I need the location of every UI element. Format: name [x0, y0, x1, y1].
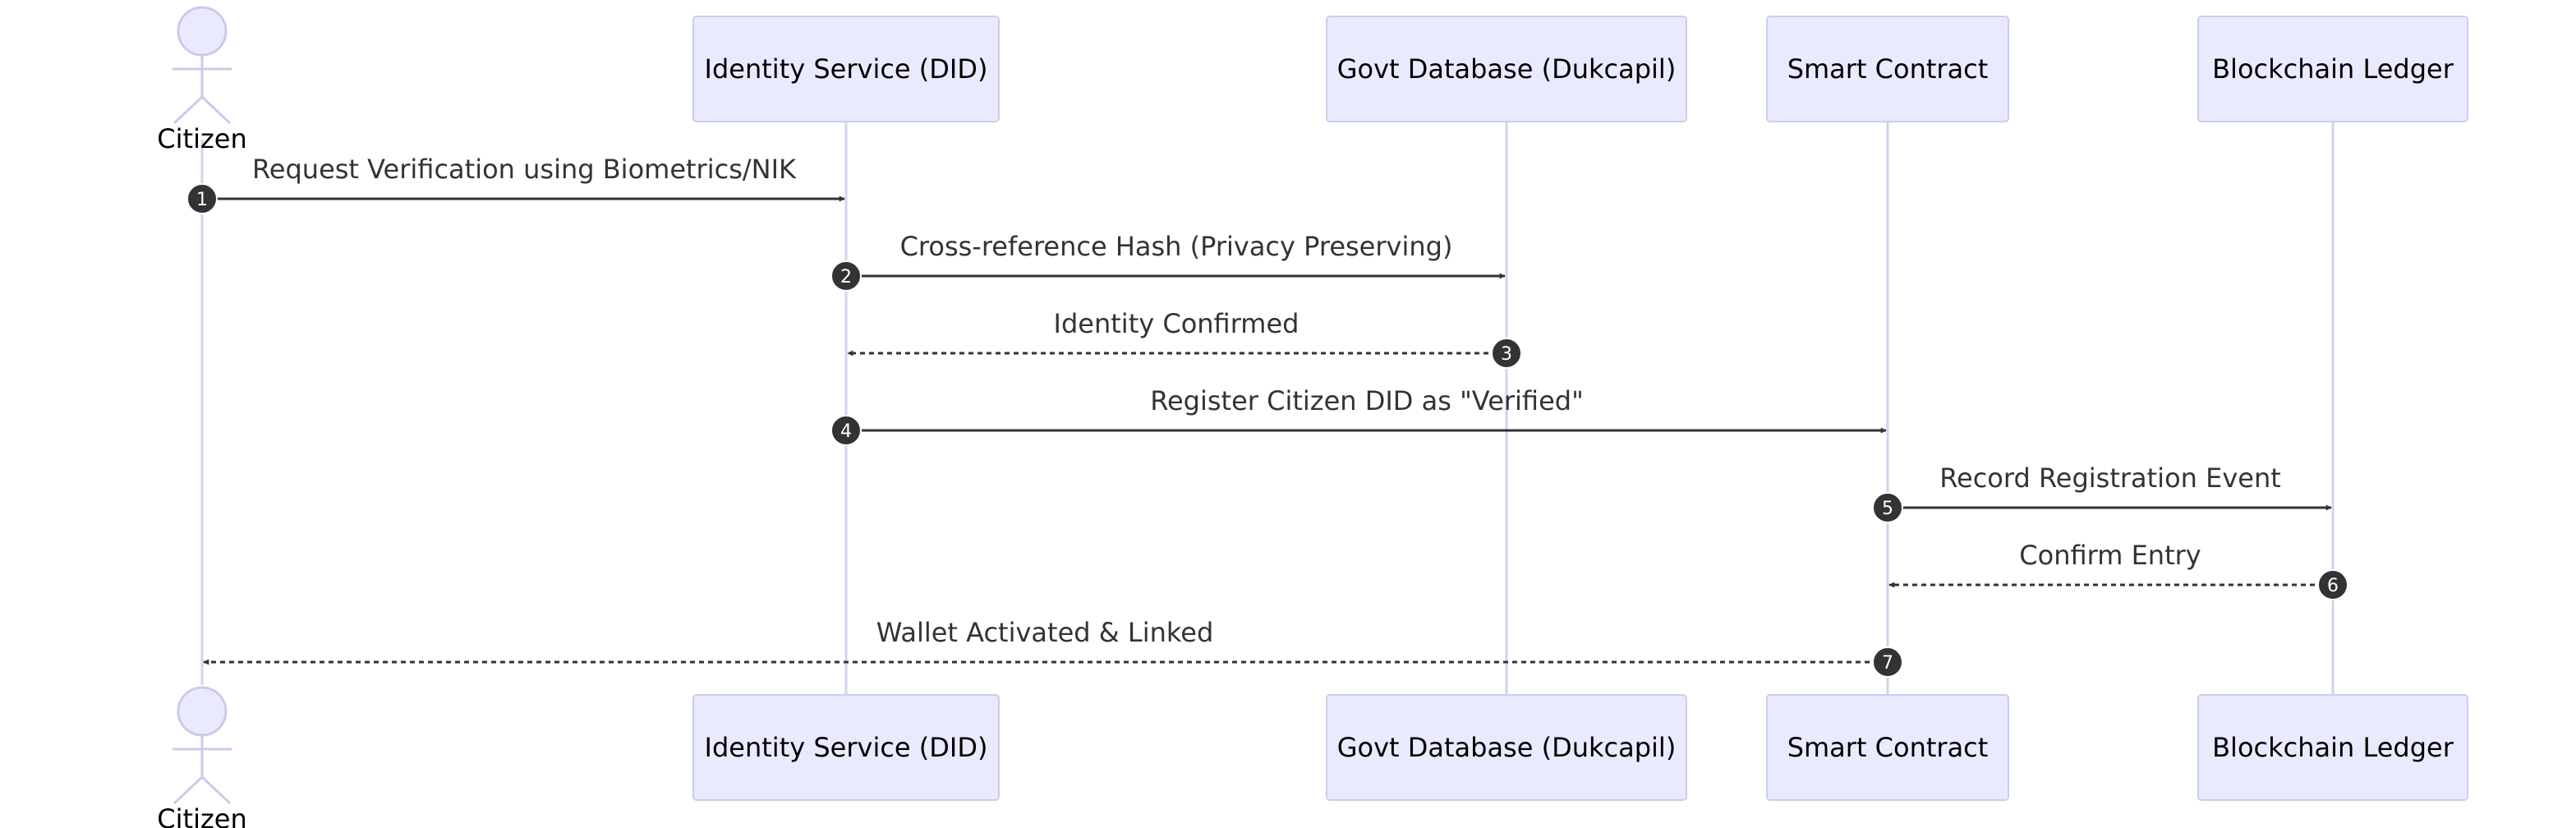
sequence-number: 1	[196, 190, 208, 210]
sequence-number-badge	[1872, 646, 1903, 678]
message-5: 5 Record Registration Event	[1872, 462, 2332, 523]
participant-box-ledger-bottom: Blockchain Ledger	[2197, 694, 2468, 801]
participant-label: Identity Service (DID)	[705, 732, 988, 763]
sequence-number: 6	[2327, 576, 2339, 596]
sequence-number: 4	[840, 421, 852, 442]
participant-box-identity-top: Identity Service (DID)	[692, 16, 1000, 122]
participant-box-identity-bottom: Identity Service (DID)	[692, 694, 1000, 801]
actor-body-icon	[172, 735, 232, 805]
message-2: 2 Cross-reference Hash (Privacy Preservin…	[830, 231, 1506, 292]
actor-citizen-bottom: Citizen	[157, 686, 247, 828]
participant-box-rect	[1326, 16, 1687, 122]
participant-box-rect	[1326, 694, 1687, 801]
sequence-number: 7	[1882, 653, 1893, 674]
participant-label: Govt Database (Dukcapil)	[1337, 53, 1677, 85]
participants-bottom: Citizen Identity Service (DID) Govt Databa…	[157, 686, 2468, 828]
message-6: 6 Confirm Entry	[1888, 540, 2348, 600]
actor-head-icon	[177, 686, 228, 737]
participant-box-rect	[2197, 16, 2468, 122]
participants-top: Citizen Identity Service (DID) Govt Databa…	[157, 6, 2468, 154]
message-label: Identity Confirmed	[1054, 308, 1300, 339]
message-7: 7 Wallet Activated & Linked	[203, 617, 1903, 678]
message-label: Request Verification using Biometrics/NI…	[252, 154, 797, 185]
participant-box-rect	[692, 16, 1000, 122]
actor-citizen-top: Citizen	[157, 6, 247, 154]
sequence-number-badge	[1491, 338, 1522, 369]
message-label: Register Citizen DID as "Verified"	[1150, 385, 1584, 416]
participant-label: Blockchain Ledger	[2212, 732, 2454, 763]
participant-box-govtdb-top: Govt Database (Dukcapil)	[1326, 16, 1687, 122]
sequence-number: 5	[1882, 499, 1893, 519]
sequence-number: 3	[1501, 344, 1512, 365]
message-1: 1 Request Verification using Biometrics/N…	[186, 154, 845, 214]
participant-box-rect	[2197, 694, 2468, 801]
participant-label: Smart Contract	[1787, 53, 1989, 85]
lifelines	[200, 122, 2334, 695]
message-label: Cross-reference Hash (Privacy Preserving…	[900, 231, 1453, 262]
sequence-number-badge	[830, 415, 862, 446]
participant-box-rect	[1766, 694, 2009, 801]
actor-head-icon	[177, 6, 228, 57]
actor-body-icon	[172, 55, 232, 125]
sequence-number-badge	[186, 183, 218, 214]
sequence-number-badge	[830, 260, 862, 292]
participant-box-govtdb-bottom: Govt Database (Dukcapil)	[1326, 694, 1687, 801]
participant-label: Citizen	[157, 803, 246, 828]
messages: 1 Request Verification using Biometrics/N…	[186, 154, 2348, 678]
participant-box-contract-bottom: Smart Contract	[1766, 694, 2009, 801]
participant-label: Blockchain Ledger	[2212, 53, 2454, 85]
participant-label: Citizen	[157, 123, 246, 154]
sequence-number-badge	[2317, 569, 2348, 600]
participant-box-rect	[692, 694, 1000, 801]
message-label: Confirm Entry	[2019, 540, 2201, 571]
message-4: 4 Register Citizen DID as "Verified"	[830, 385, 1887, 446]
participant-box-contract-top: Smart Contract	[1766, 16, 2009, 122]
message-label: Record Registration Event	[1939, 462, 2281, 494]
participant-box-ledger-top: Blockchain Ledger	[2197, 16, 2468, 122]
participant-label: Smart Contract	[1787, 732, 1989, 763]
sequence-number: 2	[840, 267, 852, 288]
participant-label: Identity Service (DID)	[705, 53, 988, 85]
message-3: 3 Identity Confirmed	[847, 308, 1522, 369]
sequence-number-badge	[1872, 492, 1903, 523]
message-label: Wallet Activated & Linked	[876, 617, 1214, 648]
participant-box-rect	[1766, 16, 2009, 122]
participant-label: Govt Database (Dukcapil)	[1337, 732, 1677, 763]
